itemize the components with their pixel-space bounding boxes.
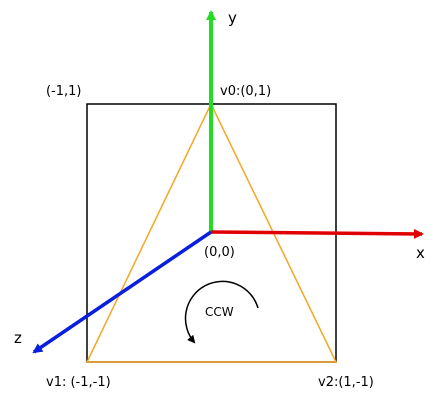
- origin-label: (0,0): [204, 245, 235, 260]
- x-axis-label: x: [416, 244, 425, 262]
- x-axis-arrow: [210, 228, 424, 239]
- z-axis-label: z: [14, 329, 22, 347]
- z-axis-arrow: [32, 230, 212, 354]
- v2-label: v2:(1,-1): [318, 375, 374, 390]
- ccw-rotation-arrow: [184, 280, 259, 344]
- v0-label: v0:(0,1): [220, 84, 271, 99]
- top-left-corner-label: (-1,1): [46, 84, 82, 99]
- winding-label: CCW: [205, 305, 234, 319]
- y-axis-label: y: [228, 9, 237, 27]
- v1-label: v1: (-1,-1): [46, 375, 111, 390]
